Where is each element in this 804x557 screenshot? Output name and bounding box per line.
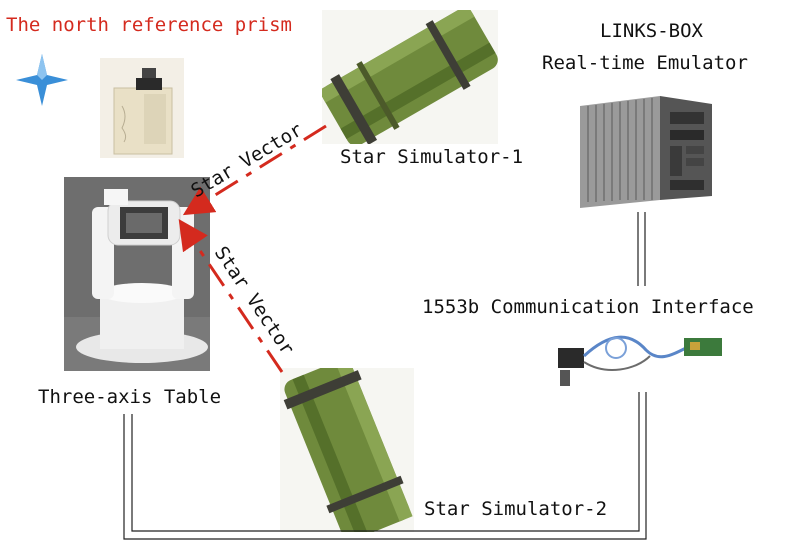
links-box-to-interface-wire <box>637 212 646 286</box>
north-prism-title: The north reference prism <box>6 14 292 36</box>
comm-interface-image <box>550 326 726 390</box>
star-simulator-1-image <box>322 10 498 144</box>
three-axis-table-label: Three-axis Table <box>38 386 222 408</box>
compass-star-icon <box>16 54 68 106</box>
comm-interface-label: 1553b Communication Interface <box>422 296 754 318</box>
interface-to-table-wire <box>123 392 647 540</box>
links-box-image <box>574 92 720 210</box>
star-simulator-2-image <box>280 368 414 532</box>
star-vector-2-label: Star Vector <box>210 242 299 359</box>
three-axis-table-image <box>64 177 210 371</box>
links-box-title: LINKS-BOX <box>600 20 703 42</box>
star-simulator-2-label: Star Simulator-2 <box>424 498 608 520</box>
star-simulator-1-label: Star Simulator-1 <box>340 146 524 168</box>
links-box-subtitle: Real-time Emulator <box>542 52 748 74</box>
star-vector-1-label: Star Vector <box>187 119 306 203</box>
star-vector-2-arrow <box>178 219 284 373</box>
star-vector-1-arrow <box>182 124 327 216</box>
north-prism-image <box>100 58 184 158</box>
